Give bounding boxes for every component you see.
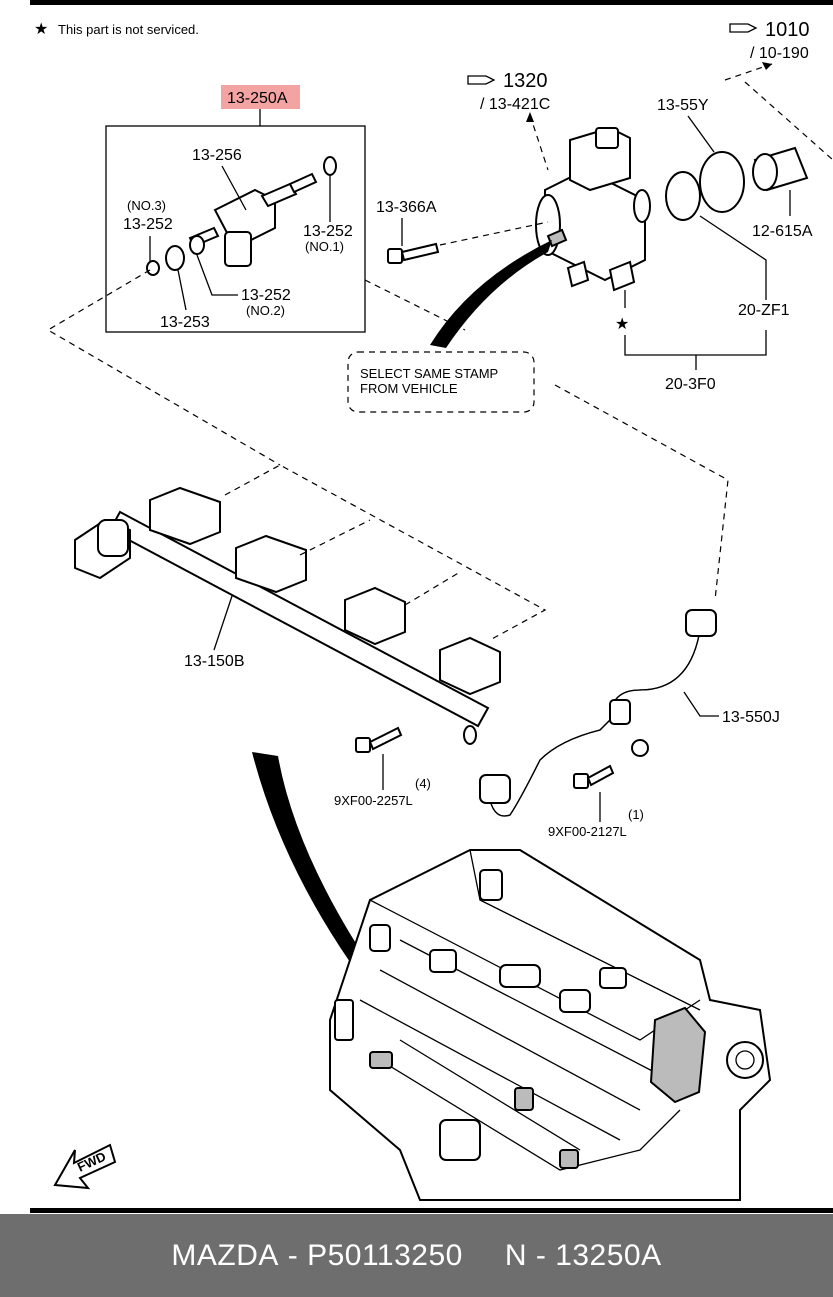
part-label-13-253[interactable]: 13-253 bbox=[160, 314, 210, 331]
leader-13-252-no2 bbox=[196, 254, 238, 296]
part-label-13-252-no1[interactable]: 13-252 bbox=[303, 223, 353, 240]
part-label-9XF00-2257L[interactable]: 9XF00-2257L bbox=[334, 793, 413, 808]
ref-1320-arrowhead bbox=[526, 112, 534, 122]
fwd-direction-indicator: FWD bbox=[53, 1143, 117, 1190]
guide-pump-to-pipe bbox=[554, 384, 729, 601]
part-label-20-3F0[interactable]: 20-3F0 bbox=[665, 376, 716, 393]
bolt-13-366A bbox=[387, 242, 440, 264]
part-label-13-366A[interactable]: 13-366A bbox=[376, 199, 437, 216]
footer-n: N bbox=[504, 1238, 527, 1272]
ref-1010-number: 1010 bbox=[765, 19, 810, 41]
fuel-pipe-13-550J bbox=[479, 609, 717, 817]
leader-13-55Y bbox=[687, 115, 715, 153]
leader-20-3F0 bbox=[624, 330, 767, 370]
stamp-note-line1: SELECT SAME STAMP bbox=[360, 366, 498, 381]
seal-13-252-no1 bbox=[323, 156, 337, 176]
ref-1320-sub: / 13-421C bbox=[480, 96, 550, 113]
guide-injector-left bbox=[46, 269, 281, 466]
guide-ref-1010 bbox=[744, 81, 833, 161]
footer-brand: MAZDA bbox=[171, 1238, 279, 1272]
ref-1010[interactable]: 1010 / 10-190 bbox=[729, 19, 810, 62]
injector-kit-box bbox=[105, 125, 366, 333]
highlight-box bbox=[221, 85, 300, 109]
footer-code: 13250A bbox=[555, 1238, 662, 1272]
leader-13-256 bbox=[221, 165, 247, 211]
qty-label-1: (1) bbox=[628, 807, 644, 822]
sleeve-12-615A bbox=[752, 146, 809, 192]
label-no1: (NO.1) bbox=[305, 239, 344, 254]
high-pressure-fuel-pump bbox=[535, 126, 651, 292]
ref-1320[interactable]: 1320 / 13-421C bbox=[467, 70, 550, 113]
footer-sep2: - bbox=[535, 1238, 547, 1272]
leader-13-150B bbox=[213, 595, 233, 651]
star-icon: ★ bbox=[34, 21, 48, 38]
part-label-13-550J[interactable]: 13-550J bbox=[722, 709, 780, 726]
bolt-9XF00-2127L bbox=[573, 764, 615, 789]
fuel-injector bbox=[188, 172, 318, 267]
leader-13-550J bbox=[683, 691, 719, 717]
guide-rail-2 bbox=[299, 519, 371, 556]
part-label-13-256[interactable]: 13-256 bbox=[192, 147, 242, 164]
bottom-border bbox=[30, 1208, 833, 1213]
guide-pump-left bbox=[439, 221, 549, 246]
seal-13-252-no3 bbox=[146, 260, 160, 276]
guide-rail-1 bbox=[224, 464, 547, 641]
stamp-pointer-arrow bbox=[430, 240, 552, 348]
part-label-13-252-no3[interactable]: 13-252 bbox=[123, 216, 173, 233]
leader-13-253 bbox=[177, 269, 187, 311]
label-no3: (NO.3) bbox=[127, 198, 166, 213]
part-label-9XF00-2127L[interactable]: 9XF00-2127L bbox=[548, 824, 627, 839]
part-number-footer: MAZDA - P50113250 N - 13250A bbox=[0, 1214, 833, 1297]
bolt-9XF00-2257L bbox=[355, 726, 403, 753]
engine-pointer-arrow bbox=[252, 752, 420, 1040]
ref-1320-number: 1320 bbox=[503, 70, 548, 92]
part-label-12-615A[interactable]: 12-615A bbox=[752, 223, 813, 240]
ref-1010-arrowhead bbox=[762, 62, 772, 70]
pointing-hand-icon bbox=[467, 75, 496, 85]
guide-rail-3 bbox=[404, 571, 461, 606]
stamp-note-box bbox=[347, 351, 535, 413]
part-label-13-252-no2[interactable]: 13-252 bbox=[241, 287, 291, 304]
star-icon: ★ bbox=[615, 316, 629, 333]
pointing-hand-icon bbox=[729, 23, 758, 33]
engine-block bbox=[329, 849, 772, 1201]
label-no2: (NO.2) bbox=[246, 303, 285, 318]
footer-sep1: - bbox=[287, 1238, 299, 1272]
leader-20-ZF1 bbox=[699, 215, 767, 300]
seal-20-ZF1 bbox=[665, 171, 701, 221]
fuel-rail-13-150B bbox=[74, 486, 501, 745]
washer-13-253 bbox=[165, 245, 185, 271]
part-label-13-250A[interactable]: 13-250A bbox=[227, 90, 288, 107]
not-serviced-note: This part is not serviced. bbox=[58, 22, 199, 37]
ref-1320-arrow bbox=[529, 114, 549, 171]
top-border bbox=[30, 0, 833, 5]
footer-part-number: P50113250 bbox=[307, 1238, 463, 1272]
part-label-13-55Y[interactable]: 13-55Y bbox=[657, 97, 709, 114]
part-label-20-ZF1[interactable]: 20-ZF1 bbox=[738, 302, 790, 319]
qty-label-4: (4) bbox=[415, 776, 431, 791]
ref-1010-sub: / 10-190 bbox=[750, 45, 809, 62]
seal-13-252-no2 bbox=[189, 235, 205, 255]
part-label-13-150B[interactable]: 13-150B bbox=[184, 653, 245, 670]
seal-13-55Y bbox=[699, 151, 745, 213]
ref-1010-arrow bbox=[724, 63, 773, 81]
stamp-note-line2: FROM VEHICLE bbox=[360, 381, 458, 396]
